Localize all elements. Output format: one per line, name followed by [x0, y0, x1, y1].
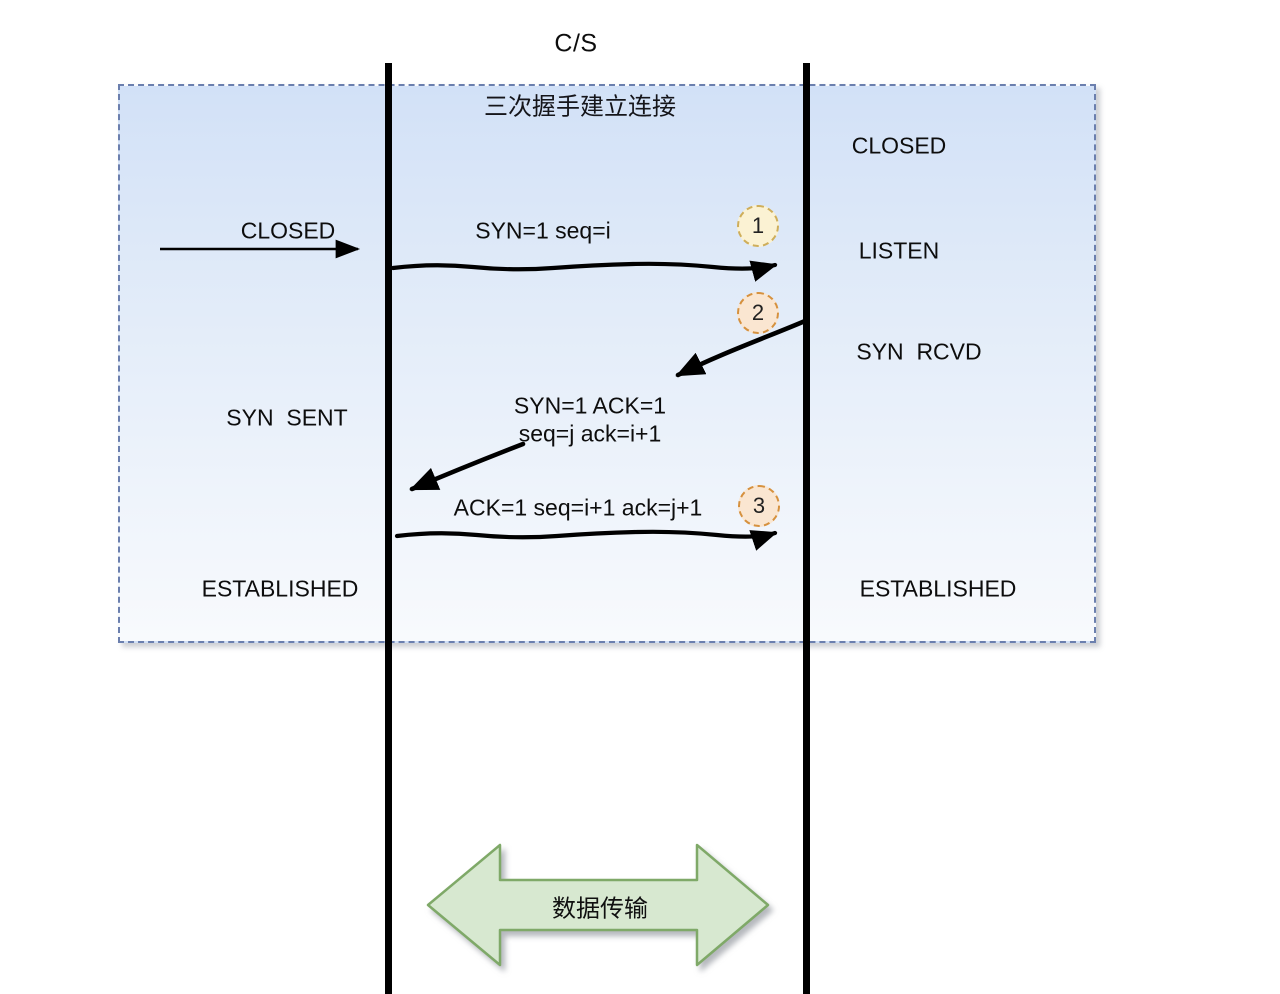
step-2-badge: 2: [737, 292, 779, 334]
client-lifeline: [385, 63, 392, 994]
client-state-closed: CLOSED: [240, 217, 336, 244]
data-transfer-label: 数据传输: [552, 895, 648, 923]
message-1-label: SYN=1 seq=i: [475, 217, 611, 244]
step-3-badge: 3: [738, 485, 780, 527]
server-state-listen: LISTEN: [858, 237, 940, 264]
step-2-number: 2: [751, 300, 765, 325]
server-state-syn-rcvd: SYN RCVD: [856, 338, 982, 365]
page-title: C/S: [554, 29, 598, 58]
message-2-label: SYN=1 ACK=1 seq=j ack=i+1: [513, 392, 667, 446]
client-state-syn-sent: SYN SENT: [226, 404, 348, 431]
step-3-number: 3: [752, 493, 766, 518]
server-state-established: ESTABLISHED: [859, 575, 1017, 602]
message-3-label: ACK=1 seq=i+1 ack=j+1: [453, 494, 703, 521]
handshake-box: [118, 84, 1096, 643]
server-state-closed: CLOSED: [851, 132, 947, 159]
server-lifeline: [803, 63, 810, 994]
step-1-number: 1: [751, 213, 765, 238]
step-1-badge: 1: [737, 205, 779, 247]
handshake-box-title: 三次握手建立连接: [484, 93, 676, 121]
client-state-established: ESTABLISHED: [201, 575, 359, 602]
